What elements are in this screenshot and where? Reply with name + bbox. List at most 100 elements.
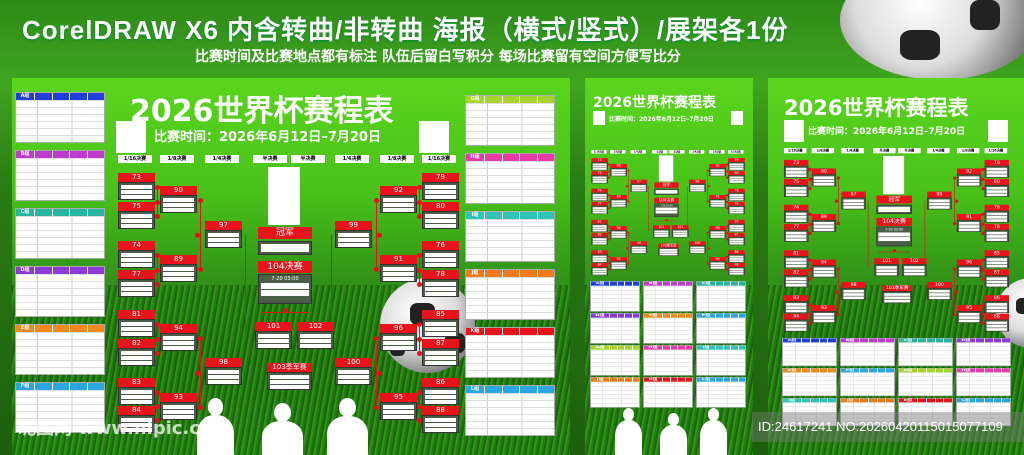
group-match-row bbox=[697, 354, 745, 359]
match-box: 92 bbox=[956, 168, 982, 187]
group-match-row bbox=[16, 223, 104, 230]
match-slots bbox=[956, 174, 982, 187]
match-number: 91 bbox=[956, 214, 982, 220]
match-box: 84 bbox=[118, 406, 155, 433]
bracket-node bbox=[417, 253, 422, 258]
group-table-header: J组 bbox=[841, 398, 894, 403]
bracket-node bbox=[377, 370, 382, 376]
group-match-row bbox=[644, 349, 692, 354]
group-match-row bbox=[644, 285, 692, 290]
match-box: 85 bbox=[984, 250, 1010, 269]
bracket-node bbox=[198, 405, 203, 410]
match-number: 74 bbox=[783, 204, 809, 211]
match-box: 82 bbox=[118, 339, 155, 366]
bracket-node bbox=[198, 336, 203, 341]
group-table-header: C组 bbox=[899, 338, 952, 343]
group-match-row bbox=[644, 386, 692, 391]
group-label: L组 bbox=[470, 386, 480, 392]
bracket-node bbox=[981, 222, 985, 226]
group-match-row bbox=[841, 402, 894, 407]
group-label: E组 bbox=[20, 325, 30, 331]
group-match-row bbox=[841, 342, 894, 347]
group-match-row bbox=[466, 124, 554, 131]
bracket-node bbox=[706, 231, 709, 234]
bracket-line bbox=[924, 200, 926, 267]
group-label: D组 bbox=[961, 338, 971, 342]
bracket-node bbox=[981, 277, 985, 281]
group-match-row bbox=[591, 317, 639, 322]
group-match-row bbox=[644, 358, 692, 363]
player-silhouette bbox=[274, 403, 291, 423]
match-box: 102 bbox=[671, 225, 689, 238]
bracket-node bbox=[627, 262, 630, 265]
poster-title: 2026世界杯赛程表 bbox=[593, 95, 716, 111]
match-slots bbox=[709, 168, 726, 177]
bracket-node bbox=[198, 267, 203, 272]
logo-placeholder-left bbox=[593, 111, 605, 125]
group-match-row bbox=[697, 338, 745, 343]
group-table-header: D组 bbox=[957, 338, 1010, 343]
group-match-row bbox=[466, 356, 554, 363]
group-match-row bbox=[466, 428, 554, 435]
group-match-row bbox=[899, 391, 952, 396]
match-slots bbox=[841, 287, 866, 300]
bracket-node bbox=[954, 290, 959, 294]
group-table-header: K组 bbox=[466, 328, 554, 335]
bracket-line bbox=[376, 200, 377, 269]
group-match-row bbox=[957, 350, 1010, 354]
match-box: 96 bbox=[709, 226, 726, 239]
bracket-node bbox=[808, 231, 812, 236]
match-box: 79 bbox=[984, 159, 1010, 178]
group-match-row bbox=[466, 407, 554, 414]
bracket-node bbox=[808, 177, 812, 181]
match-slots bbox=[927, 197, 952, 210]
match-box: 92 bbox=[380, 186, 417, 213]
bracket-node bbox=[155, 267, 160, 273]
group-match-row bbox=[16, 339, 104, 346]
round-label: 1/4决赛 bbox=[689, 150, 705, 154]
match-box: 96 bbox=[956, 259, 982, 278]
match-box: 100 bbox=[927, 281, 952, 300]
group-table: E组 bbox=[782, 368, 837, 397]
group-match-row bbox=[591, 338, 639, 343]
match-box: 90 bbox=[811, 168, 837, 187]
bracket-node bbox=[155, 322, 160, 327]
match-box: 87 bbox=[422, 339, 459, 366]
group-match-row bbox=[591, 294, 639, 299]
bracket-node bbox=[417, 404, 422, 409]
group-match-row bbox=[466, 305, 554, 312]
group-match-row bbox=[644, 317, 692, 322]
group-match-row bbox=[644, 290, 692, 295]
group-label: L组 bbox=[961, 398, 971, 402]
match-box: 101 bbox=[255, 322, 292, 349]
group-match-row bbox=[16, 302, 104, 309]
group-match-row bbox=[899, 342, 952, 347]
round-label: 1/4决赛 bbox=[335, 155, 369, 163]
group-table-header: J组 bbox=[466, 270, 554, 277]
group-match-row bbox=[644, 402, 692, 407]
champion-slot bbox=[876, 204, 913, 214]
group-match-row bbox=[697, 362, 745, 367]
match-slots bbox=[984, 184, 1010, 197]
bracket-node bbox=[981, 186, 985, 191]
bracket-node bbox=[155, 351, 160, 356]
bracket-node bbox=[981, 177, 985, 181]
match-number: 80 bbox=[728, 171, 745, 176]
match-number: 102 bbox=[297, 322, 334, 331]
round-label: 1/8决赛 bbox=[709, 150, 725, 154]
final-box: 7-20 03:00 bbox=[258, 274, 312, 304]
match-box: 93 bbox=[610, 257, 627, 270]
match-number: 89 bbox=[160, 255, 197, 264]
group-match-row bbox=[466, 277, 554, 284]
match-slots bbox=[118, 211, 155, 229]
logo-placeholder-right bbox=[988, 120, 1008, 142]
group-match-row bbox=[783, 350, 836, 354]
match-slots bbox=[956, 265, 982, 278]
group-label: B组 bbox=[20, 151, 30, 157]
group-match-row bbox=[16, 418, 104, 425]
match-number: 96 bbox=[380, 324, 417, 333]
match-number: 80 bbox=[422, 202, 459, 211]
group-match-row bbox=[466, 196, 554, 203]
group-table-header: K组 bbox=[899, 398, 952, 403]
match-number: 79 bbox=[422, 173, 459, 182]
